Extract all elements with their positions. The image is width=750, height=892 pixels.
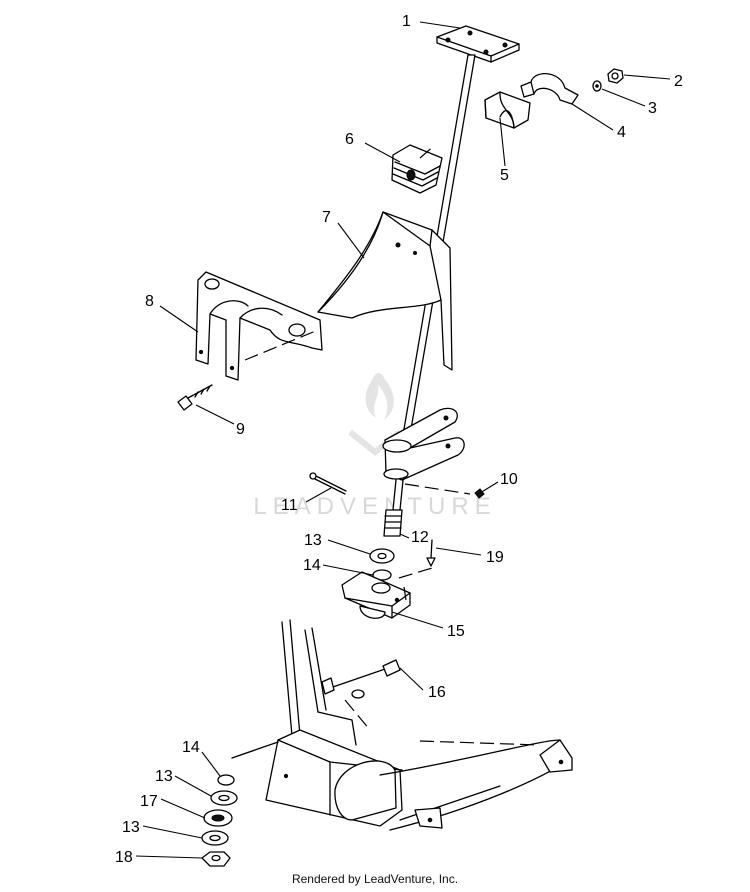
callout-15: 15 [447, 623, 465, 640]
callout-6: 6 [345, 131, 354, 148]
callout-11: 11 [281, 497, 298, 514]
callout-labels: 1 2 3 4 5 6 7 8 9 10 11 12 13 14 15 16 1… [115, 13, 683, 866]
callout-8: 8 [145, 293, 154, 310]
callout-19: 19 [486, 549, 504, 566]
callout-10: 10 [500, 471, 518, 488]
callout-14-lower: 14 [182, 739, 200, 756]
callout-13-lower-b: 13 [122, 819, 140, 836]
part-bushing [484, 91, 531, 129]
callout-5: 5 [500, 167, 509, 184]
callout-18: 18 [115, 849, 133, 866]
callout-17: 17 [140, 793, 158, 810]
callout-13-upper: 13 [304, 532, 322, 549]
part-frame-rails [379, 739, 573, 831]
part-bearing-block [341, 571, 411, 619]
part-nut [607, 68, 624, 84]
part-frame-housing [265, 729, 403, 827]
part-castle-nut [201, 851, 231, 867]
callout-3: 3 [648, 100, 657, 117]
part-washer-13-lower-a [210, 790, 238, 806]
callout-2: 2 [674, 73, 683, 90]
watermark: LEADVENTURE [253, 373, 496, 520]
part-washer [592, 80, 602, 92]
part-shaft-end [383, 509, 403, 537]
part-bearing-17 [203, 809, 233, 827]
part-ribbed-bushing [391, 144, 443, 194]
part-bolt-long [177, 384, 213, 411]
callout-16: 16 [428, 684, 446, 701]
watermark-text: LEADVENTURE [253, 493, 496, 520]
callout-7: 7 [322, 209, 331, 226]
callout-1: 1 [402, 13, 411, 30]
callout-12: 12 [411, 529, 429, 546]
callout-4: 4 [617, 124, 626, 141]
part-steering-arm [382, 407, 465, 481]
part-screw-19 [426, 539, 436, 567]
part-washer-14-lower [217, 774, 235, 786]
part-column-cover [317, 211, 453, 371]
part-frame-column [281, 619, 357, 746]
leader-lines [135, 21, 671, 859]
part-pin-10 [474, 488, 485, 499]
footer-credit: Rendered by LeadVenture, Inc. [291, 872, 459, 886]
part-washer-13-lower-b [201, 830, 229, 846]
callout-14-upper: 14 [303, 557, 321, 574]
callout-13-lower-a: 13 [155, 768, 173, 785]
part-bolt-16 [321, 659, 401, 699]
part-bracket [195, 271, 323, 381]
callout-9: 9 [236, 421, 245, 438]
part-cotter-pin [309, 472, 347, 495]
part-clamp [520, 73, 579, 105]
